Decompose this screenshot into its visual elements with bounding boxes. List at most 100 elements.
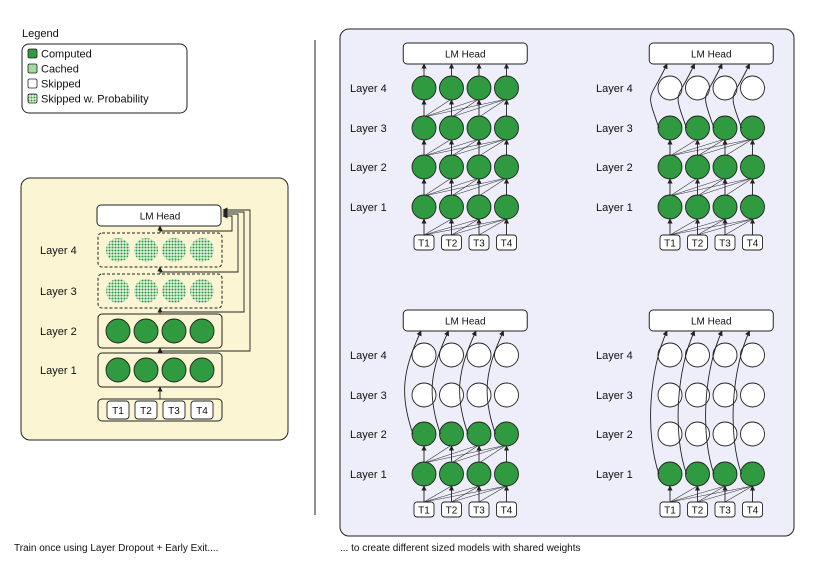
skip-exit-arrow — [459, 330, 477, 435]
skip-exit-arrow — [705, 63, 723, 129]
computed-node — [712, 115, 738, 141]
layer-label: Layer 1 — [350, 469, 387, 481]
skipped-node — [657, 421, 683, 447]
prob-node — [190, 238, 214, 262]
skipped-node — [740, 75, 765, 101]
skipped-node — [411, 382, 437, 408]
layer-connection — [423, 177, 452, 197]
token-box — [190, 400, 214, 420]
computed-node — [466, 421, 492, 447]
skipped-node — [411, 342, 437, 368]
token-box — [441, 234, 462, 251]
skipped-node — [657, 342, 683, 368]
computed-node — [740, 115, 765, 141]
layer-label: Layer 2 — [350, 429, 387, 441]
computed-node — [161, 357, 187, 383]
early-exit-arrow — [160, 211, 239, 273]
computed-node — [189, 357, 215, 383]
token-label: T1 — [664, 506, 676, 517]
layer-connection — [669, 177, 698, 197]
layer-label: Layer 1 — [40, 365, 77, 377]
computed-node — [494, 154, 519, 180]
caption-left: Train once using Layer Dropout + Early E… — [14, 543, 218, 554]
computed-node — [439, 115, 464, 141]
legend-item-label: Skipped w. Probability — [41, 94, 149, 106]
computed-node — [411, 115, 437, 141]
token-label: T2 — [692, 239, 704, 250]
token-box — [106, 400, 130, 420]
computed-node — [411, 154, 437, 180]
prob-node — [106, 279, 130, 303]
layer-connection — [478, 444, 507, 464]
computed-node — [712, 154, 738, 180]
token-connection — [478, 218, 507, 236]
prob-node — [134, 279, 158, 303]
computed-node — [466, 115, 492, 141]
token-label: T1 — [664, 239, 676, 250]
computed-node — [411, 194, 437, 220]
token-label: T1 — [112, 406, 124, 417]
layer-label: Layer 1 — [596, 202, 633, 214]
layer-label: Layer 3 — [596, 390, 633, 402]
computed-node — [466, 461, 492, 487]
skip-exit-arrow — [404, 330, 422, 435]
token-box — [496, 501, 517, 518]
token-label: T1 — [418, 239, 430, 250]
legend-swatch-computed — [27, 48, 38, 59]
token-box — [687, 234, 708, 251]
computed-node — [685, 194, 710, 220]
token-box — [413, 501, 435, 518]
layer-connection — [451, 98, 480, 118]
layer-label: Layer 3 — [596, 123, 633, 135]
token-label: T3 — [473, 506, 485, 517]
token-connection — [697, 218, 726, 236]
layer-label: Layer 2 — [40, 326, 77, 338]
skipped-node — [712, 342, 738, 368]
computed-node — [161, 318, 187, 344]
layer-label: Layer 3 — [350, 390, 387, 402]
layer-connection — [423, 138, 452, 157]
token-box — [468, 501, 490, 518]
layer-connection — [669, 138, 698, 157]
token-box — [441, 501, 462, 518]
computed-node — [494, 115, 519, 141]
token-box — [742, 501, 763, 518]
early-exit-arrow — [160, 213, 233, 232]
lm-head-box — [402, 42, 528, 65]
token-box — [134, 400, 158, 420]
skip-exit-arrow — [677, 330, 695, 475]
token-label: T3 — [719, 506, 731, 517]
token-connection — [724, 218, 753, 236]
layer-connection — [423, 444, 452, 464]
computed-node — [411, 461, 437, 487]
computed-node — [439, 75, 464, 101]
legend-swatch-prob — [27, 93, 38, 104]
layer-connection — [451, 177, 480, 197]
token-group-box — [97, 398, 223, 422]
legend-item-label: Computed — [41, 49, 92, 61]
token-box — [659, 501, 681, 518]
token-label: T4 — [501, 239, 513, 250]
token-box — [162, 400, 186, 420]
computed-node — [189, 318, 215, 344]
computed-node — [439, 461, 464, 487]
skipped-node — [466, 382, 492, 408]
layer-label: Layer 4 — [40, 245, 77, 257]
token-label: T2 — [140, 406, 152, 417]
computed-node — [657, 115, 683, 141]
computed-node — [657, 461, 683, 487]
layer-connection — [451, 138, 480, 157]
computed-node — [685, 461, 710, 487]
skip-exit-arrow — [650, 63, 668, 129]
computed-node — [105, 357, 131, 383]
computed-node — [105, 318, 131, 344]
skip-exit-arrow — [705, 330, 723, 475]
skip-exit-arrow — [431, 330, 449, 435]
layer-connection — [478, 98, 507, 118]
token-label: T4 — [501, 506, 513, 517]
